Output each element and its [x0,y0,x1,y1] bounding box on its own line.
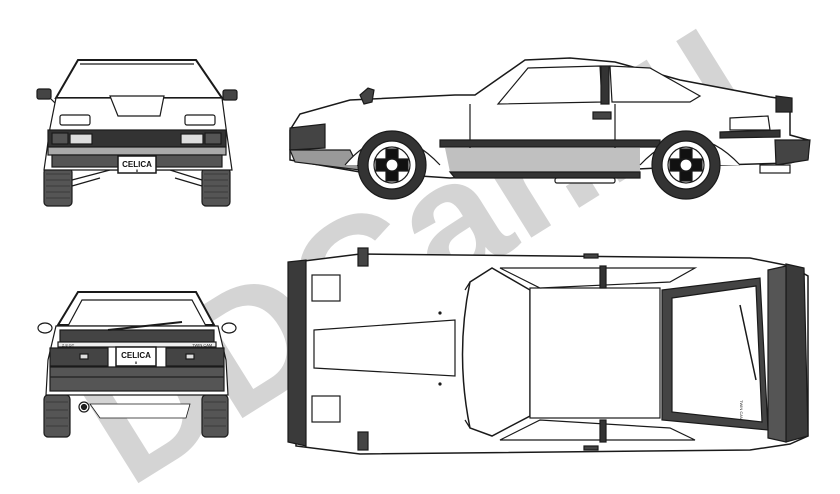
rear-badge-right: TWIN CAM [192,343,212,348]
rear-view [37,291,237,438]
rear-wheel [651,130,721,200]
top-view [287,247,809,455]
rear-plate-sub: II [135,360,137,365]
rear-glass-text: TWIN CAM [739,400,744,420]
front-plate-text: CELICA [122,160,152,169]
front-license-plate [117,155,157,174]
front-plate-sub: II [136,168,138,173]
front-wheel [357,130,427,200]
rear-plate-text: CELICA [121,351,151,360]
side-view [289,57,811,200]
rear-badge-left: 2.8 GT [62,343,75,348]
front-view [36,59,238,207]
rear-license-plate [115,346,157,367]
